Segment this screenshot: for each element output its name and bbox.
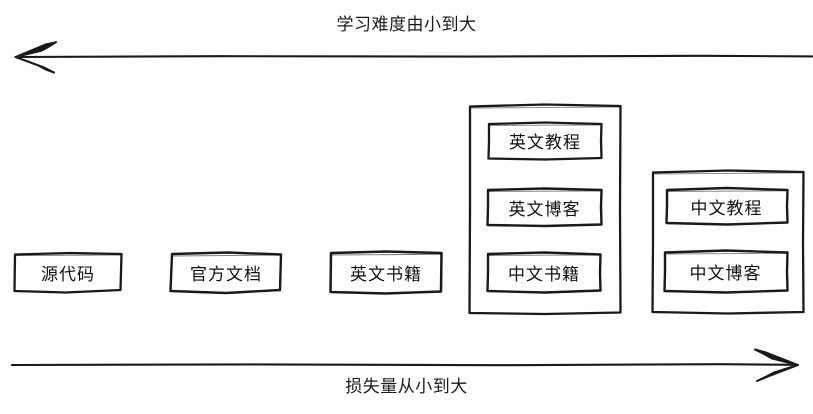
node-label: 官方文档: [190, 265, 262, 285]
node-label: 中文书籍: [508, 264, 580, 285]
node-label: 英文教程: [509, 133, 581, 153]
node-chinese-tutorial[interactable]: 中文教程: [666, 188, 787, 224]
node-label: 中文教程: [690, 198, 763, 219]
node-official-docs[interactable]: 官方文档: [170, 252, 282, 293]
node-english-books[interactable]: 英文书籍: [330, 251, 442, 293]
node-source-code[interactable]: 源代码: [14, 252, 122, 293]
node-english-tutorial[interactable]: 英文教程: [488, 122, 602, 159]
node-label: 源代码: [41, 265, 95, 285]
node-chinese-blog[interactable]: 中文博客: [664, 250, 787, 292]
bottom-axis-label: 损失量从小到大: [345, 377, 468, 397]
node-english-blog[interactable]: 英文博客: [487, 188, 602, 226]
node-label: 英文书籍: [350, 264, 422, 285]
node-chinese-books[interactable]: 中文书籍: [487, 252, 601, 292]
arrow-left-icon: [14, 41, 813, 74]
top-axis-label: 学习难度由小到大: [336, 15, 477, 35]
node-label: 中文博客: [689, 263, 762, 284]
node-label: 英文博客: [508, 199, 581, 220]
